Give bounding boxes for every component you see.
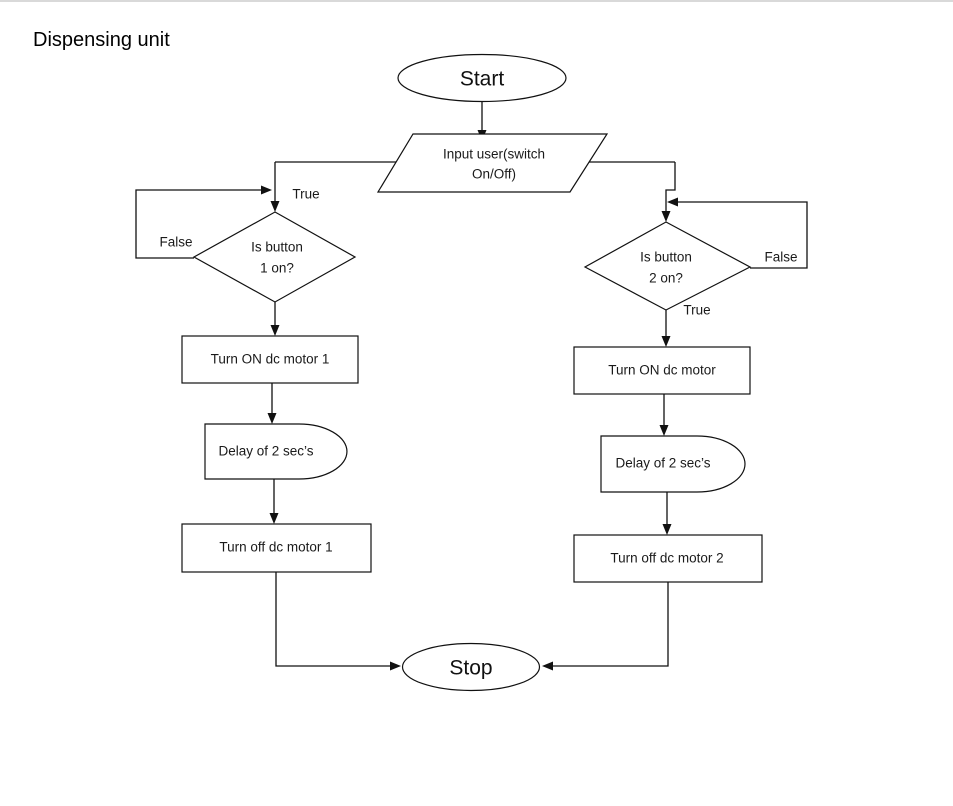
node-start[interactable]: Start	[397, 53, 567, 103]
decision1-diamond-shape	[192, 211, 357, 303]
connector-motor2on-to-delay2	[659, 394, 669, 436]
decision1-label-line2: 1 on?	[260, 261, 294, 276]
node-stop[interactable]: Stop	[401, 642, 541, 692]
motor1-off-rect-shape	[181, 523, 372, 573]
connector-motor2off-to-stop	[542, 582, 669, 671]
motor1-on-rect-shape	[181, 335, 359, 384]
edge-label-true-2: True	[683, 303, 710, 318]
connector-bus-to-decision1	[270, 162, 280, 212]
start-label: Start	[460, 68, 505, 91]
connector-decision1-to-motor1on	[270, 302, 280, 336]
connector-decision2-false-loop	[667, 197, 808, 269]
arrow-head-icon	[261, 185, 272, 195]
motor2-on-rect-shape	[573, 346, 751, 395]
arrow-head-icon	[390, 661, 401, 671]
edge-label-true-1: True	[292, 187, 319, 202]
node-turn-off-dc-motor-1[interactable]: Turn off dc motor 1	[181, 523, 372, 573]
decision2-label-line2: 2 on?	[649, 271, 683, 286]
arrow-head-icon	[661, 336, 671, 347]
node-delay-1[interactable]: Delay of 2 sec’s	[204, 423, 348, 480]
arrow-head-icon	[270, 201, 280, 212]
delay2-label: Delay of 2 sec’s	[615, 456, 710, 471]
decision1-label-line1: Is button	[251, 240, 303, 255]
connector-delay1-to-motor1off	[269, 479, 279, 524]
connector-bus-to-decision2	[661, 162, 676, 222]
page-title: Dispensing unit	[33, 29, 170, 51]
arrow-head-icon	[661, 211, 671, 222]
arrow-head-icon	[659, 425, 669, 436]
connector-decision1-false-loop	[135, 185, 272, 259]
input-label-line2: On/Off)	[472, 167, 516, 182]
connector-motor1off-to-stop	[275, 571, 401, 671]
edge-label-false-1: False	[159, 235, 192, 250]
arrow-head-icon	[662, 524, 672, 535]
node-decision-button-1[interactable]: Is button 1 on?	[192, 211, 357, 303]
start-terminal-shape	[397, 53, 567, 103]
node-turn-off-dc-motor-2[interactable]: Turn off dc motor 2	[573, 534, 763, 583]
input-parallelogram-shape	[376, 133, 609, 193]
edge-label-layer: True False False True	[159, 187, 797, 318]
motor1-on-label: Turn ON dc motor 1	[211, 352, 330, 367]
decision2-diamond-shape	[583, 221, 752, 311]
arrow-head-icon	[270, 325, 280, 336]
arrow-head-icon	[267, 413, 277, 424]
connector-delay2-to-motor2off	[662, 492, 672, 535]
stop-terminal-shape	[401, 642, 541, 692]
node-decision-button-2[interactable]: Is button 2 on?	[583, 221, 752, 311]
motor2-off-rect-shape	[573, 534, 763, 583]
decision2-label-line1: Is button	[640, 250, 692, 265]
stop-label: Stop	[449, 657, 492, 680]
motor2-on-label: Turn ON dc motor	[608, 363, 716, 378]
edge-label-false-2: False	[764, 250, 797, 265]
top-divider	[0, 0, 953, 2]
node-turn-on-dc-motor-1[interactable]: Turn ON dc motor 1	[181, 335, 359, 384]
arrow-head-icon	[542, 661, 553, 671]
node-input-user[interactable]: Input user(switch On/Off)	[376, 133, 609, 193]
connector-decision2-to-motor2on	[661, 310, 671, 347]
arrow-head-icon	[667, 197, 678, 207]
delay1-label: Delay of 2 sec’s	[218, 444, 313, 459]
motor2-off-label: Turn off dc motor 2	[610, 551, 723, 566]
motor1-off-label: Turn off dc motor 1	[219, 540, 332, 555]
arrow-head-icon	[269, 513, 279, 524]
delay1-shape	[204, 423, 348, 480]
connector-motor1on-to-delay1	[267, 382, 277, 424]
node-turn-on-dc-motor-2[interactable]: Turn ON dc motor	[573, 346, 751, 395]
input-label-line1: Input user(switch	[443, 147, 545, 162]
node-delay-2[interactable]: Delay of 2 sec’s	[600, 435, 746, 493]
delay2-shape	[600, 435, 746, 493]
